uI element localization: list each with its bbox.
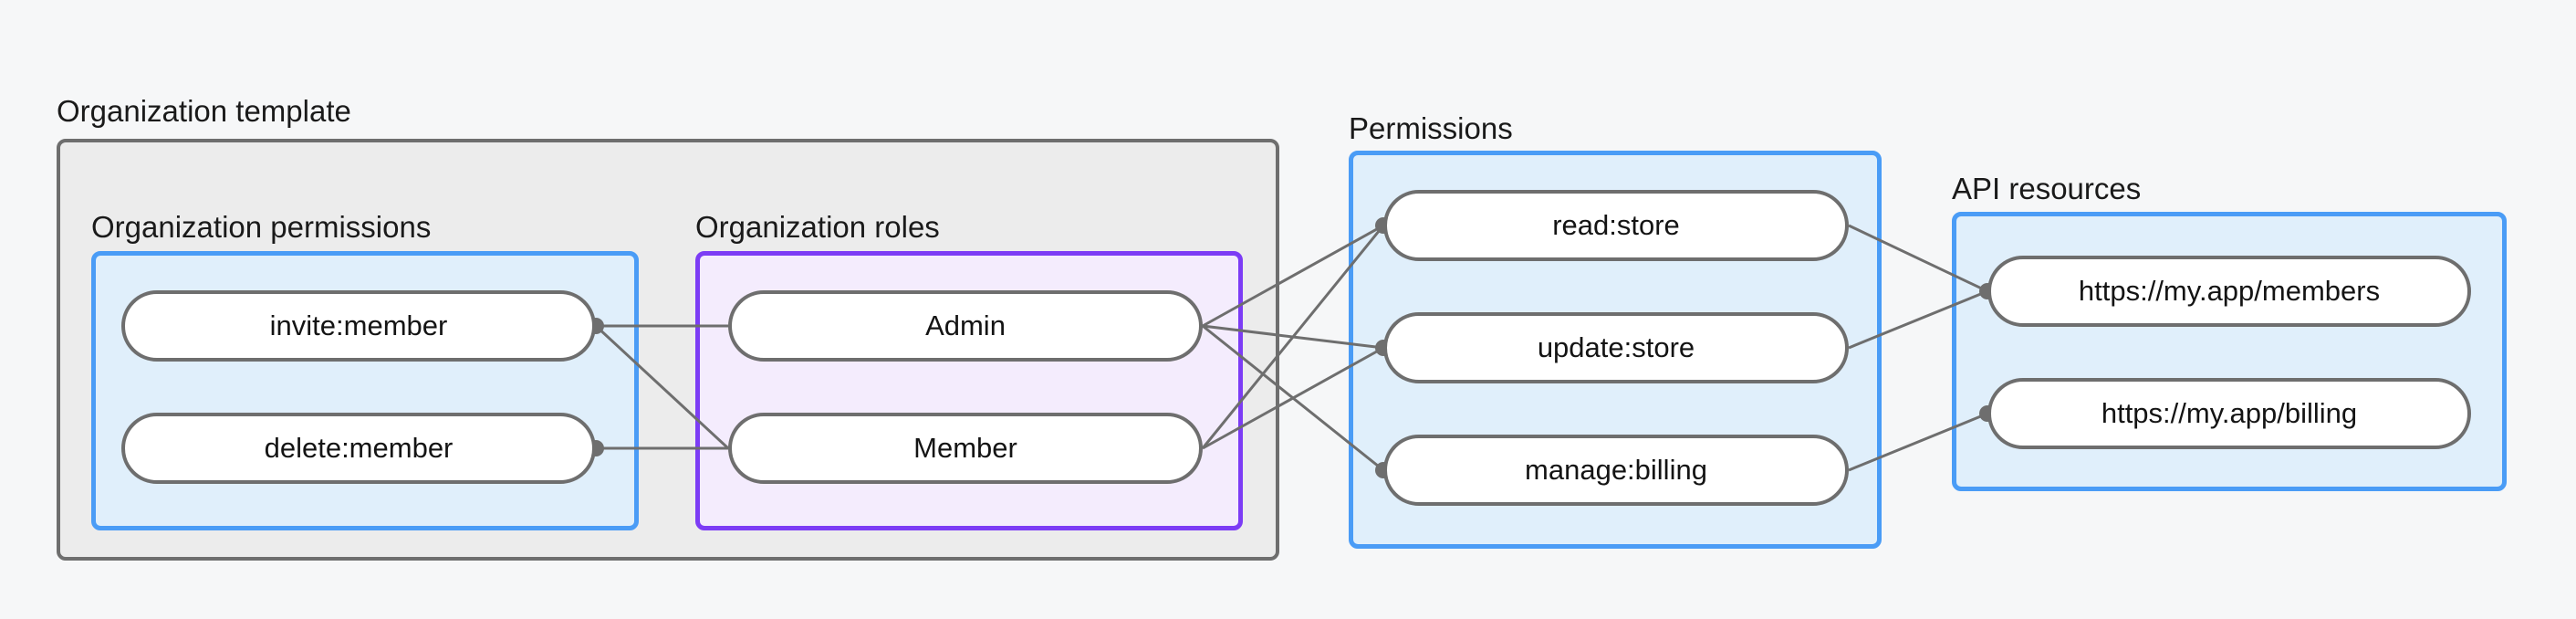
node-read-store[interactable]: read:store: [1383, 190, 1849, 261]
group-label-permissions: Permissions: [1349, 111, 1513, 145]
group-label-api-resources: API resources: [1952, 172, 2142, 205]
node-role-member[interactable]: Member: [728, 413, 1203, 484]
group-label-organization-roles: Organization roles: [695, 210, 940, 244]
node-res-billing[interactable]: https://my.app/billing: [1987, 378, 2471, 449]
node-delete-member[interactable]: delete:member: [121, 413, 596, 484]
node-res-members[interactable]: https://my.app/members: [1987, 256, 2471, 327]
node-invite-member[interactable]: invite:member: [121, 290, 596, 362]
node-update-store[interactable]: update:store: [1383, 312, 1849, 383]
group-label-organization-template: Organization template: [57, 94, 351, 128]
node-manage-billing[interactable]: manage:billing: [1383, 435, 1849, 506]
node-role-admin[interactable]: Admin: [728, 290, 1203, 362]
group-box-api-resources[interactable]: [1952, 212, 2507, 491]
group-label-organization-permissions: Organization permissions: [91, 210, 432, 244]
